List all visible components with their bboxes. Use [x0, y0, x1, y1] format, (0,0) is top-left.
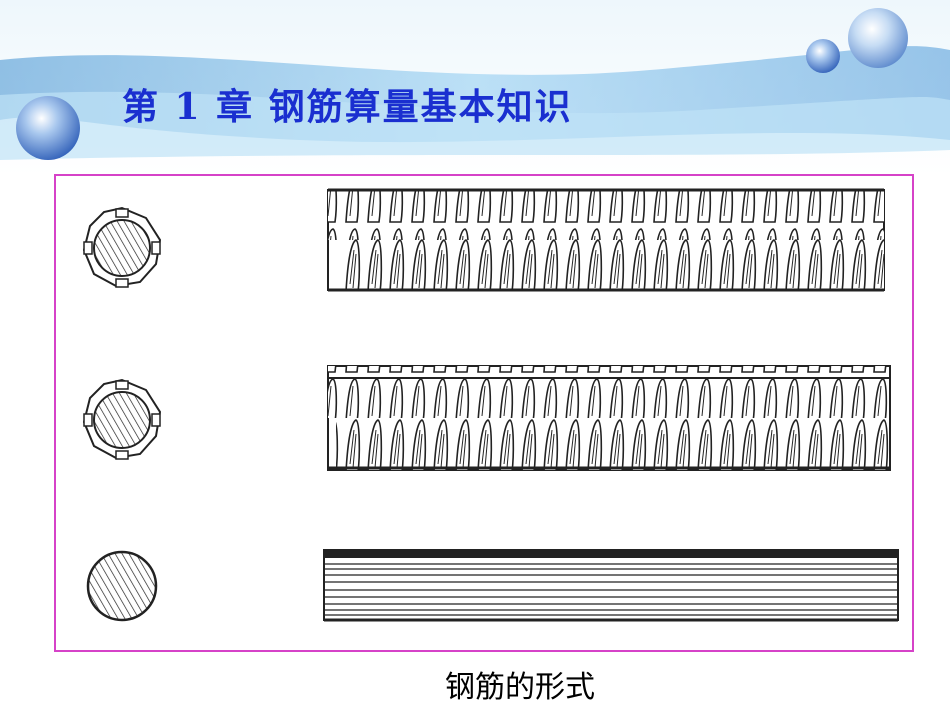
spiral-rib-cross-section — [82, 378, 162, 460]
crescent-rib-cross-section — [82, 206, 162, 288]
spiral-rib-elevation — [327, 365, 891, 471]
decorative-bubble-left — [16, 96, 80, 160]
header-banner — [0, 0, 950, 175]
plain-round-elevation — [323, 549, 899, 622]
crescent-rib-elevation — [327, 188, 885, 292]
figure-caption: 钢筋的形式 — [445, 670, 595, 705]
decorative-bubble-right-small — [806, 39, 840, 73]
plain-round-cross-section — [86, 550, 158, 622]
decorative-bubble-right-large — [848, 8, 908, 68]
slide-title: 第 1 章 钢筋算量基本知识 — [122, 86, 573, 128]
rebar-figure — [54, 174, 914, 652]
